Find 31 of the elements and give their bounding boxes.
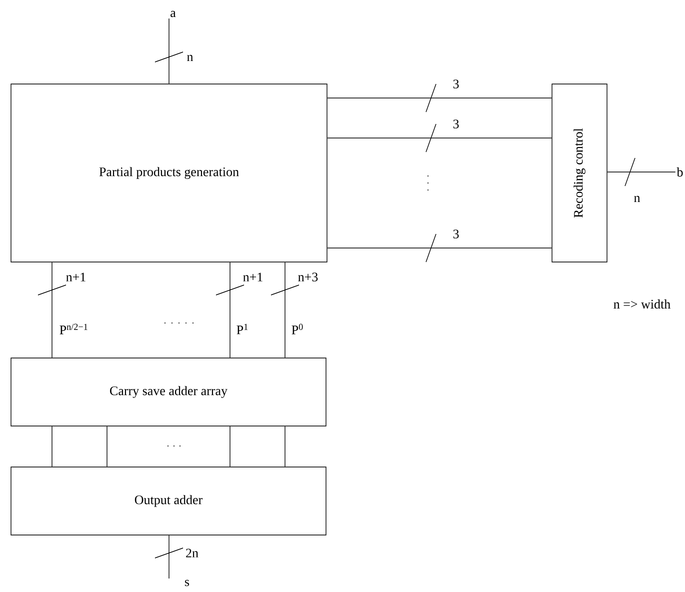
block-box: Partial products generation [10, 84, 328, 262]
signal-name: a [170, 10, 176, 18]
signal-name: b [676, 167, 683, 177]
bus-width-label: 3 [453, 80, 459, 88]
pin-label: P$^{1}$ [236, 324, 248, 334]
bus-line [106, 426, 108, 467]
bus-width-label: n+1 [243, 272, 262, 282]
bus-line [327, 124, 552, 152]
bus-line [216, 262, 244, 358]
bus-line [607, 158, 676, 186]
bus-width-label: 3 [453, 230, 459, 238]
bus-line [38, 262, 66, 358]
bus-line [154, 535, 184, 579]
note: n => width [614, 299, 670, 309]
block-box: Carry save adder array [10, 358, 326, 426]
block-box: Output adder [10, 466, 326, 536]
bus-line [270, 262, 300, 358]
bus-width-label: n [187, 54, 194, 62]
pin-label: P$^{0}$ [292, 324, 303, 334]
signal-name: s [185, 580, 190, 586]
bus-width-label: n+1 [66, 272, 86, 282]
bus-line [284, 426, 286, 467]
bus-width-label: 2n [186, 548, 198, 558]
bus-width-label: 3 [453, 120, 459, 128]
bus-line [327, 84, 552, 112]
pin-label: P$^{n/2−1}$ [60, 324, 88, 334]
bus-line [327, 234, 552, 262]
bus-line [154, 18, 184, 84]
bus-width-label: n+3 [298, 272, 318, 282]
bus-width-label: n [634, 196, 640, 202]
block-box: Recoding control [552, 84, 608, 262]
